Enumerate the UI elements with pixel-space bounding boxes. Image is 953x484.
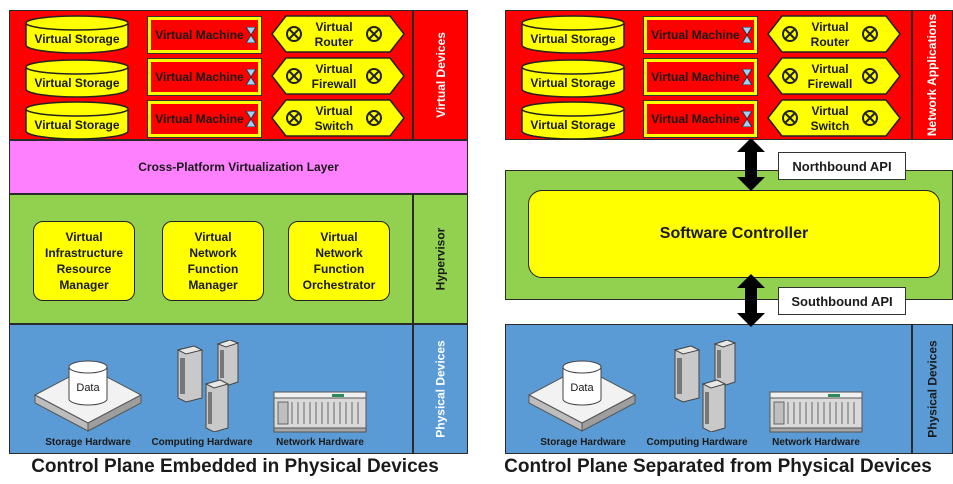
right-caption: Control Plane Separated from Physical De… bbox=[504, 456, 932, 477]
computing-hardware-label: Computing Hardware bbox=[151, 437, 253, 448]
virtual-machine-box: Virtual Machine bbox=[147, 16, 262, 54]
physical-devices-label: Physical Devices bbox=[912, 324, 953, 454]
storage-hardware-icon: Data bbox=[33, 360, 143, 432]
virtual-router-hexagon: Virtual Router bbox=[767, 15, 901, 53]
server-tower-icon bbox=[176, 345, 204, 403]
network-hardware-icon bbox=[273, 391, 367, 433]
svg-text:Virtual: Virtual bbox=[811, 104, 848, 118]
virtual-storage-cylinder: Virtual Storage bbox=[521, 15, 625, 54]
svg-text:Router: Router bbox=[315, 35, 354, 49]
computing-hardware-icon bbox=[673, 340, 737, 432]
cross-circle-icon bbox=[782, 110, 798, 126]
cross-circle-icon bbox=[286, 68, 302, 84]
southbound-api-label: Southbound API bbox=[778, 287, 906, 315]
network-hardware-label: Network Hardware bbox=[772, 437, 860, 448]
virtual-machine-box: Virtual Machine bbox=[643, 58, 758, 96]
svg-text:Data: Data bbox=[76, 382, 100, 394]
svg-text:Virtual Storage: Virtual Storage bbox=[34, 118, 119, 132]
northbound-api-label: Northbound API bbox=[778, 152, 906, 180]
cross-circle-icon bbox=[366, 68, 382, 84]
virtual-machine-box: Virtual Machine bbox=[147, 58, 262, 96]
cross-circle-icon bbox=[782, 26, 798, 42]
virtual-devices-label: Virtual Devices bbox=[413, 10, 468, 140]
left-caption: Control Plane Embedded in Physical Devic… bbox=[31, 456, 439, 477]
virtual-storage-cylinder: Virtual Storage bbox=[25, 59, 129, 98]
right-diagram: Network Applications Virtual Storage Vir… bbox=[483, 0, 953, 484]
svg-text:Virtual: Virtual bbox=[315, 104, 352, 118]
server-tower-icon bbox=[216, 340, 240, 387]
svg-text:Virtual Storage: Virtual Storage bbox=[34, 76, 119, 90]
virtual-storage-cylinder: Virtual Storage bbox=[521, 101, 625, 140]
svg-text:Virtual Storage: Virtual Storage bbox=[530, 76, 615, 90]
svg-text:Virtual Storage: Virtual Storage bbox=[530, 32, 615, 46]
northbound-arrow bbox=[737, 138, 765, 191]
virtual-firewall-hexagon: Virtual Firewall bbox=[767, 57, 901, 95]
hourglass-icon bbox=[246, 27, 256, 43]
storage-hardware-label: Storage Hardware bbox=[45, 437, 131, 448]
virtual-machine-box: Virtual Machine bbox=[643, 100, 758, 138]
virtualization-layer: Cross-Platform Virtualization Layer bbox=[9, 140, 468, 194]
cross-circle-icon bbox=[286, 110, 302, 126]
svg-text:Switch: Switch bbox=[315, 119, 354, 133]
hypervisor-label: Hypervisor bbox=[413, 194, 468, 324]
software-controller-box: Software Controller bbox=[528, 190, 940, 278]
storage-hardware-icon: Data bbox=[527, 360, 637, 432]
svg-text:Data: Data bbox=[570, 382, 594, 394]
svg-text:Virtual: Virtual bbox=[315, 62, 352, 76]
hourglass-icon bbox=[742, 69, 752, 85]
virtual-router-hexagon: Virtual Router bbox=[271, 15, 405, 53]
svg-text:Switch: Switch bbox=[811, 119, 850, 133]
cross-circle-icon bbox=[782, 68, 798, 84]
virtual-switch-hexagon: Virtual Switch bbox=[271, 99, 405, 137]
svg-text:Virtual Storage: Virtual Storage bbox=[530, 118, 615, 132]
svg-text:Virtual: Virtual bbox=[315, 20, 352, 34]
physical-devices-label: Physical Devices bbox=[413, 324, 468, 454]
svg-text:Virtual: Virtual bbox=[811, 62, 848, 76]
hourglass-icon bbox=[246, 69, 256, 85]
virtual-storage-cylinder: Virtual Storage bbox=[25, 101, 129, 140]
hourglass-icon bbox=[742, 27, 752, 43]
virtual-storage-cylinder: Virtual Storage bbox=[25, 15, 129, 54]
svg-text:Router: Router bbox=[811, 35, 850, 49]
virtual-switch-hexagon: Virtual Switch bbox=[767, 99, 901, 137]
virtual-firewall-hexagon: Virtual Firewall bbox=[271, 57, 405, 95]
network-hardware-label: Network Hardware bbox=[276, 437, 364, 448]
cross-circle-icon bbox=[366, 26, 382, 42]
cross-circle-icon bbox=[286, 26, 302, 42]
hourglass-icon bbox=[246, 111, 256, 127]
svg-text:Firewall: Firewall bbox=[808, 77, 853, 91]
computing-hardware-label: Computing Hardware bbox=[646, 437, 748, 448]
svg-text:Virtual: Virtual bbox=[811, 20, 848, 34]
storage-hardware-label: Storage Hardware bbox=[540, 437, 626, 448]
left-diagram: Virtual Devices Virtual Storage Virtual … bbox=[0, 0, 470, 484]
network-hardware-icon bbox=[769, 391, 863, 433]
server-tower-icon bbox=[713, 340, 737, 387]
cross-circle-icon bbox=[862, 110, 878, 126]
southbound-arrow bbox=[737, 274, 765, 327]
cross-circle-icon bbox=[366, 110, 382, 126]
virtual-storage-cylinder: Virtual Storage bbox=[521, 59, 625, 98]
virtual-machine-box: Virtual Machine bbox=[147, 100, 262, 138]
svg-text:Virtual Storage: Virtual Storage bbox=[34, 32, 119, 46]
server-tower-icon bbox=[673, 345, 701, 403]
server-tower-icon bbox=[701, 379, 727, 432]
network-applications-label: Network Applications bbox=[912, 10, 953, 140]
cross-circle-icon bbox=[862, 68, 878, 84]
cross-circle-icon bbox=[862, 26, 878, 42]
virtual-machine-box: Virtual Machine bbox=[643, 16, 758, 54]
svg-text:Firewall: Firewall bbox=[312, 77, 357, 91]
server-tower-icon bbox=[204, 379, 230, 432]
computing-hardware-icon bbox=[176, 340, 240, 432]
hourglass-icon bbox=[742, 111, 752, 127]
